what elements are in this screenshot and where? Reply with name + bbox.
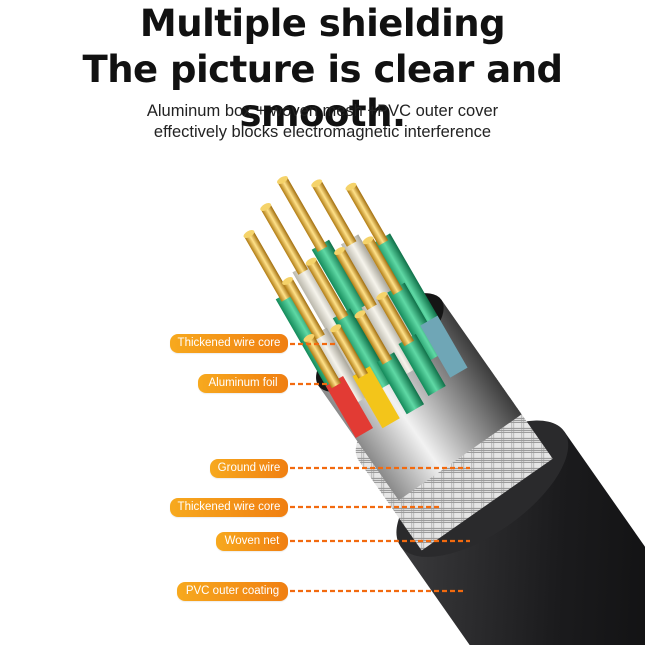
headline-line-1: Multiple shielding [139, 2, 506, 45]
label-aluminum-foil: Aluminum foil [198, 374, 288, 393]
leader-lines [290, 342, 470, 593]
subtitle-line-2: effectively blocks electromagnetic inter… [153, 123, 492, 141]
subtitle-line-1: Aluminum box + woven mesh +PVC outer cov… [146, 102, 499, 120]
headline-line-2: The picture is clear and smooth. [82, 48, 563, 135]
label-ground-wire: Ground wire [210, 459, 288, 478]
wire-bundle [243, 176, 468, 438]
label-pvc-outer-coating: PVC outer coating [177, 582, 288, 601]
label-thickened-wire-core-bottom: Thickened wire core [170, 498, 288, 517]
label-thickened-wire-core-top: Thickened wire core [170, 334, 288, 353]
label-woven-net: Woven net [216, 532, 288, 551]
